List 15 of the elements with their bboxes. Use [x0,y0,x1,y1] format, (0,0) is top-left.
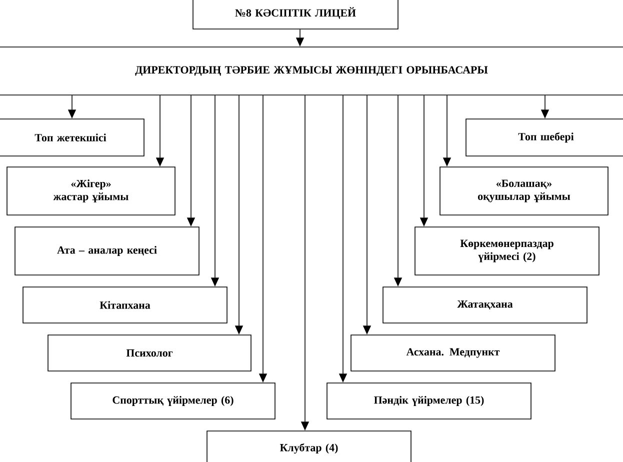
org-box: Клубтар (4) [206,430,412,462]
org-box: Пәндік үйірмелер (15) [326,382,532,420]
org-box: «Болашақ» оқушылар ұйымы [440,166,608,216]
org-box: №8 КӘСІПТІК ЛИЦЕЙ [192,0,398,30]
org-box: Кітапхана [22,286,228,324]
org-box: «Жігер» жастар ұйымы [6,166,176,216]
org-box: Көркемөнерпаздар үйірмесі (2) [414,226,600,276]
org-box: Топ шебері [466,118,623,156]
org-box: Психолог [48,334,252,372]
org-box: Спорттық үйірмелер (6) [70,382,276,420]
org-box: Жатақхана [382,286,588,324]
org-box: Ата – аналар кеңесі [14,226,200,276]
org-box: Топ жетекшісі [0,118,144,156]
org-box: Асхана. Медпункт [350,334,556,372]
heading-band: ДИРЕКТОРДЫҢ ТӘРБИЕ ЖҰМЫСЫ ЖӨНІНДЕГІ ОРЫНБАСАРЫ [0,46,623,96]
